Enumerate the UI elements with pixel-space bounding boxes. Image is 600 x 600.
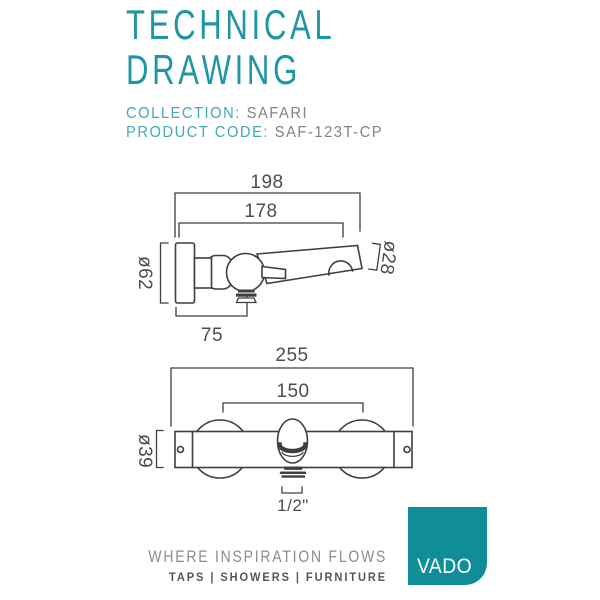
knob-band bbox=[277, 442, 308, 454]
brand-tagline: WHERE INSPIRATION FLOWS bbox=[148, 547, 387, 566]
product-code-value: SAF-123T-CP bbox=[274, 124, 384, 141]
dim-label-198: 198 bbox=[250, 172, 283, 193]
side-view-drawing: 198 178 75 ø62 ø28 bbox=[134, 172, 401, 346]
dim-line-178 bbox=[178, 222, 344, 238]
wall-connector bbox=[193, 257, 213, 289]
left-screw-hole bbox=[176, 445, 185, 454]
product-code-label: PRODUCT CODE: bbox=[126, 124, 270, 141]
dim-bracket-d39 bbox=[155, 429, 164, 469]
dim-label-d39: ø39 bbox=[134, 434, 155, 468]
wall-plate bbox=[174, 242, 196, 304]
dim-bracket-d28 bbox=[368, 242, 382, 271]
lever-handle bbox=[261, 265, 287, 280]
page-title-line2: DRAWING bbox=[126, 46, 301, 93]
front-view-drawing: 255 150 ø39 1/2" bbox=[134, 345, 414, 515]
page-title: TECHNICAL DRAWING bbox=[126, 2, 335, 92]
underside-aerator bbox=[236, 289, 257, 297]
dim-bracket-half-inch bbox=[281, 486, 303, 494]
page-title-line1: TECHNICAL bbox=[126, 1, 336, 48]
side-view-faucet bbox=[174, 242, 363, 304]
dim-line-255 bbox=[170, 367, 414, 427]
dim-label-178: 178 bbox=[244, 201, 277, 222]
brand-categories: TAPS | SHOWERS | FURNITURE bbox=[168, 570, 387, 584]
dim-line-198 bbox=[174, 192, 361, 238]
aerator-base bbox=[235, 297, 258, 304]
dim-label-d62: ø62 bbox=[134, 256, 155, 290]
dim-bracket-d62 bbox=[159, 242, 169, 304]
spout-outlet-arc bbox=[328, 260, 354, 276]
front-view-faucet bbox=[174, 418, 413, 479]
product-code-line: PRODUCT CODE:SAF-123T-CP bbox=[126, 124, 383, 142]
dim-line-150 bbox=[222, 402, 364, 413]
dim-label-150: 150 bbox=[276, 381, 309, 402]
bottom-outlet bbox=[279, 466, 307, 478]
dim-label-half-inch: 1/2" bbox=[277, 496, 309, 515]
valve-body bbox=[225, 252, 266, 293]
dim-label-75: 75 bbox=[201, 325, 223, 346]
collection-line: COLLECTION: SAFARI bbox=[126, 105, 308, 123]
collection-value: SAFARI bbox=[246, 105, 309, 122]
bar-end-caps bbox=[191, 430, 395, 469]
dim-label-d28: ø28 bbox=[375, 239, 401, 276]
collection-label: COLLECTION: bbox=[126, 105, 241, 122]
vado-logo-text: VADO bbox=[417, 555, 473, 578]
dim-label-255: 255 bbox=[275, 345, 308, 366]
knob-band-line bbox=[281, 451, 304, 457]
right-screw-hole bbox=[403, 445, 411, 454]
vado-logo: VADO bbox=[408, 507, 487, 585]
